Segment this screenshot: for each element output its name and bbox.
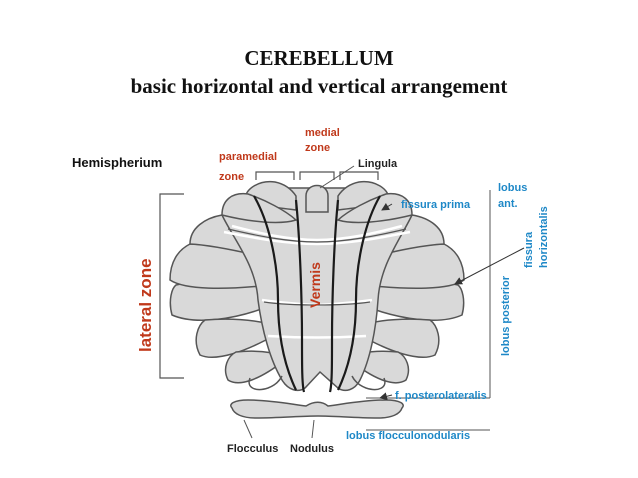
slide-title: CEREBELLUM	[244, 46, 394, 70]
flocculus-label: Flocculus	[227, 443, 278, 455]
lobus-flocculonodularis-label: lobus flocculonodularis	[346, 430, 470, 442]
lobus-ant-label-1: lobus	[498, 182, 527, 194]
lingula-label: Lingula	[358, 158, 398, 170]
f-posterolateralis-label: f. posterolateralis	[395, 390, 487, 402]
nodulus-pointer	[311, 419, 315, 439]
medial-zone-label-1: medial	[305, 127, 340, 139]
lateral-zone-label: lateral zone	[136, 258, 155, 352]
flocculus-pointer	[243, 419, 253, 439]
fissura-horizontalis-label-1: fissura	[523, 231, 535, 268]
lobus-ant-label-2: ant.	[498, 198, 518, 210]
vermis-label: Vermis	[307, 262, 323, 308]
lingula-pointer	[319, 165, 355, 189]
medial-zone-label-2: zone	[305, 142, 330, 154]
fissura-prima-label: fissura prima	[401, 199, 471, 211]
folia-outline	[227, 228, 407, 306]
lateral-zone-bracket	[159, 193, 184, 379]
slide-subtitle: basic horizontal and vertical arrangemen…	[130, 74, 508, 98]
nodulus-label: Nodulus	[290, 443, 334, 455]
fissura-horizontalis-arrow	[454, 247, 525, 285]
lobus-posterior-label: lobus posterior	[500, 275, 512, 356]
paramedial-zone-label-2: zone	[219, 171, 244, 183]
fissura-prima-arrow	[381, 202, 393, 211]
fissura-horizontalis-label-2: horizontalis	[538, 206, 550, 268]
zone-boundaries	[253, 195, 381, 393]
paramedial-zone-label-1: paramedial	[219, 151, 277, 163]
f-posterolateralis-arrow	[379, 392, 393, 401]
hemispherium-label: Hemispherium	[72, 155, 162, 170]
zone-brackets	[255, 171, 379, 180]
